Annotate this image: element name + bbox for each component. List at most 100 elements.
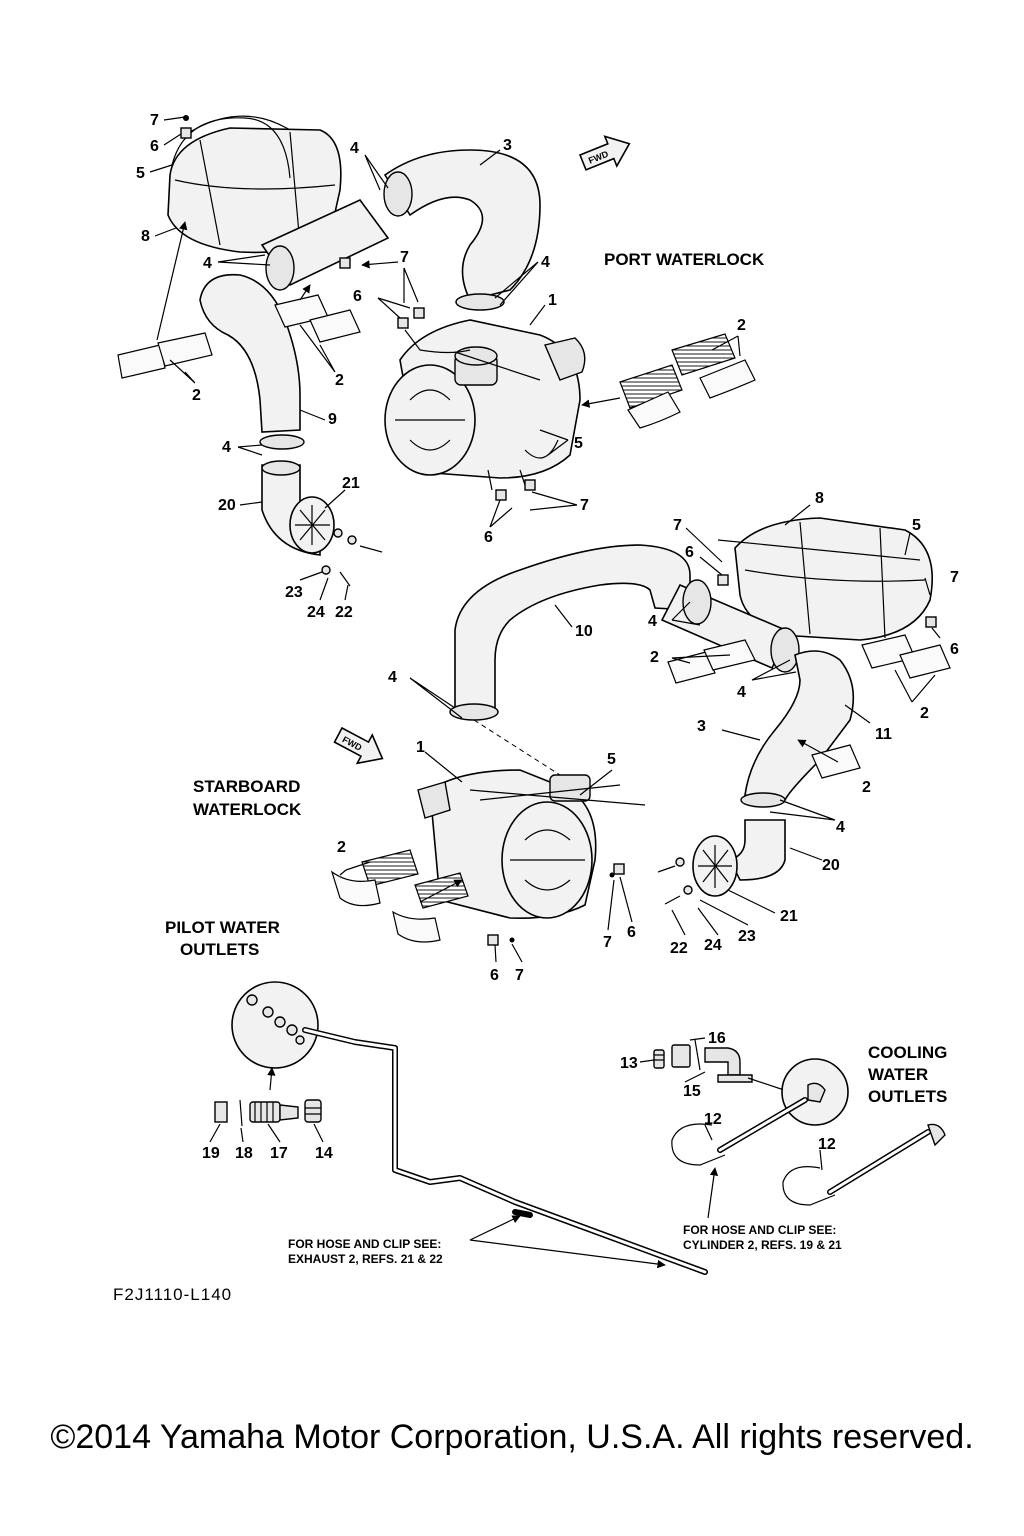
washer-18 [239, 1099, 243, 1127]
bracket-6-port-d [413, 307, 425, 319]
pads-2-port [117, 294, 756, 429]
callout-2: 2 [920, 705, 929, 722]
callout-9: 9 [328, 411, 337, 428]
callout-1: 1 [548, 292, 557, 309]
waterlock-canister-starboard [417, 769, 646, 920]
copyright-notice: ©2014 Yamaha Motor Corporation, U.S.A. A… [50, 1418, 973, 1456]
callout-3: 3 [503, 137, 512, 154]
bolt-set-port [321, 528, 383, 587]
label-starboard-line2: WATERLOCK [193, 800, 302, 819]
bracket-6-starboard-b [487, 934, 499, 946]
label-port-waterlock: PORT WATERLOCK [604, 250, 765, 269]
callout-22: 22 [335, 604, 353, 621]
pads-2-starboard [330, 634, 951, 943]
fwd-arrow-starboard: FWD [333, 726, 384, 765]
callout-5: 5 [136, 165, 145, 182]
bracket-6-starboard-d [925, 616, 937, 628]
callout-6: 6 [484, 529, 493, 546]
callout-3: 3 [697, 718, 706, 735]
bracket-6-port-c [397, 317, 409, 329]
fitting-16 [671, 1039, 701, 1071]
callout-4: 4 [836, 819, 845, 836]
callout-6: 6 [685, 544, 694, 561]
bracket-6-port-b [339, 257, 351, 269]
callout-4: 4 [388, 669, 397, 686]
fwd-arrow-port: FWD [578, 135, 631, 171]
callout-4: 4 [648, 613, 657, 630]
strap-5-starboard-top [717, 539, 921, 561]
callout-2: 2 [335, 372, 344, 389]
bolt-set-starboard [657, 857, 693, 905]
plug-13 [653, 1049, 665, 1069]
callout-18: 18 [235, 1145, 253, 1162]
callout-7: 7 [400, 249, 409, 266]
clamp-4-starboard-b [682, 579, 712, 625]
nut-19 [214, 1101, 228, 1123]
callout-6: 6 [627, 924, 636, 941]
clamp-4-port-d [259, 434, 305, 450]
callout-7: 7 [515, 967, 524, 984]
callout-2: 2 [337, 839, 346, 856]
callout-12: 12 [704, 1111, 722, 1128]
callout-2: 2 [650, 649, 659, 666]
label-cooling-line2: WATER [868, 1065, 928, 1084]
callout-20: 20 [218, 497, 236, 514]
callout-4: 4 [737, 684, 746, 701]
section-labels: PORT WATERLOCK STARBOARD WATERLOCK PILOT… [165, 250, 947, 1106]
hose-11-starboard [744, 650, 855, 801]
callout-13: 13 [620, 1055, 638, 1072]
callout-7: 7 [950, 569, 959, 586]
bracket-6-starboard-a [613, 863, 625, 875]
callout-15: 15 [683, 1083, 701, 1100]
callout-16: 16 [708, 1030, 726, 1047]
leaders-starboard [339, 504, 941, 963]
clamp-4-starboard-a [449, 703, 499, 721]
callout-2: 2 [862, 779, 871, 796]
callout-24: 24 [704, 937, 722, 954]
callout-2: 2 [192, 387, 201, 404]
label-cooling-line1: COOLING [868, 1043, 947, 1062]
callout-7: 7 [150, 112, 159, 129]
callout-22: 22 [670, 940, 688, 957]
cooling-water-outlets [639, 1037, 946, 1219]
callout-4: 4 [541, 254, 550, 271]
bracket-6-port-a [180, 127, 192, 139]
callout-24: 24 [307, 604, 325, 621]
callout-7: 7 [673, 517, 682, 534]
callout-numbers: 7 6 5 8 4 3 4 7 4 6 1 2 2 2 9 5 4 21 20 … [136, 112, 959, 1162]
label-pilot-line1: PILOT WATER [165, 918, 280, 937]
note-cylinder-line1: FOR HOSE AND CLIP SEE: [683, 1223, 836, 1237]
elbow-15 [704, 1047, 753, 1083]
reference-notes: FOR HOSE AND CLIP SEE: EXHAUST 2, REFS. … [288, 1223, 842, 1266]
hose-12-b [782, 1166, 836, 1206]
pilot-water-hose [302, 1027, 708, 1275]
strap-5-port [171, 117, 291, 179]
elbow-20-starboard [728, 819, 786, 881]
callout-6: 6 [150, 138, 159, 155]
note-cylinder-line2: CYLINDER 2, REFS. 19 & 21 [683, 1238, 842, 1252]
callout-11: 11 [875, 726, 892, 743]
callout-6: 6 [950, 641, 959, 658]
clamp-4-port-a [383, 171, 413, 217]
port-waterlock-assembly: FWD [117, 115, 756, 601]
clamp-4-port-b [455, 293, 505, 311]
label-starboard-line1: STARBOARD [193, 777, 300, 796]
bracket-6-port-f [495, 489, 507, 501]
callout-14: 14 [315, 1145, 333, 1162]
hose-9-port [199, 273, 301, 433]
callout-5: 5 [607, 751, 616, 768]
callout-19: 19 [202, 1145, 220, 1162]
waterlock-canister-port [384, 319, 586, 479]
detail-circle-pilot [231, 981, 319, 1069]
callout-4: 4 [222, 439, 231, 456]
clamp-4-starboard-c [770, 627, 800, 673]
callout-6: 6 [490, 967, 499, 984]
callout-17: 17 [270, 1145, 288, 1162]
callout-7: 7 [603, 934, 612, 951]
callout-1: 1 [416, 739, 425, 756]
callout-5: 5 [574, 435, 583, 452]
clamp-4-port-c [265, 245, 295, 291]
clamp-4-starboard-d [740, 792, 786, 808]
label-pilot-line2: OUTLETS [180, 940, 259, 959]
callout-7: 7 [580, 497, 589, 514]
